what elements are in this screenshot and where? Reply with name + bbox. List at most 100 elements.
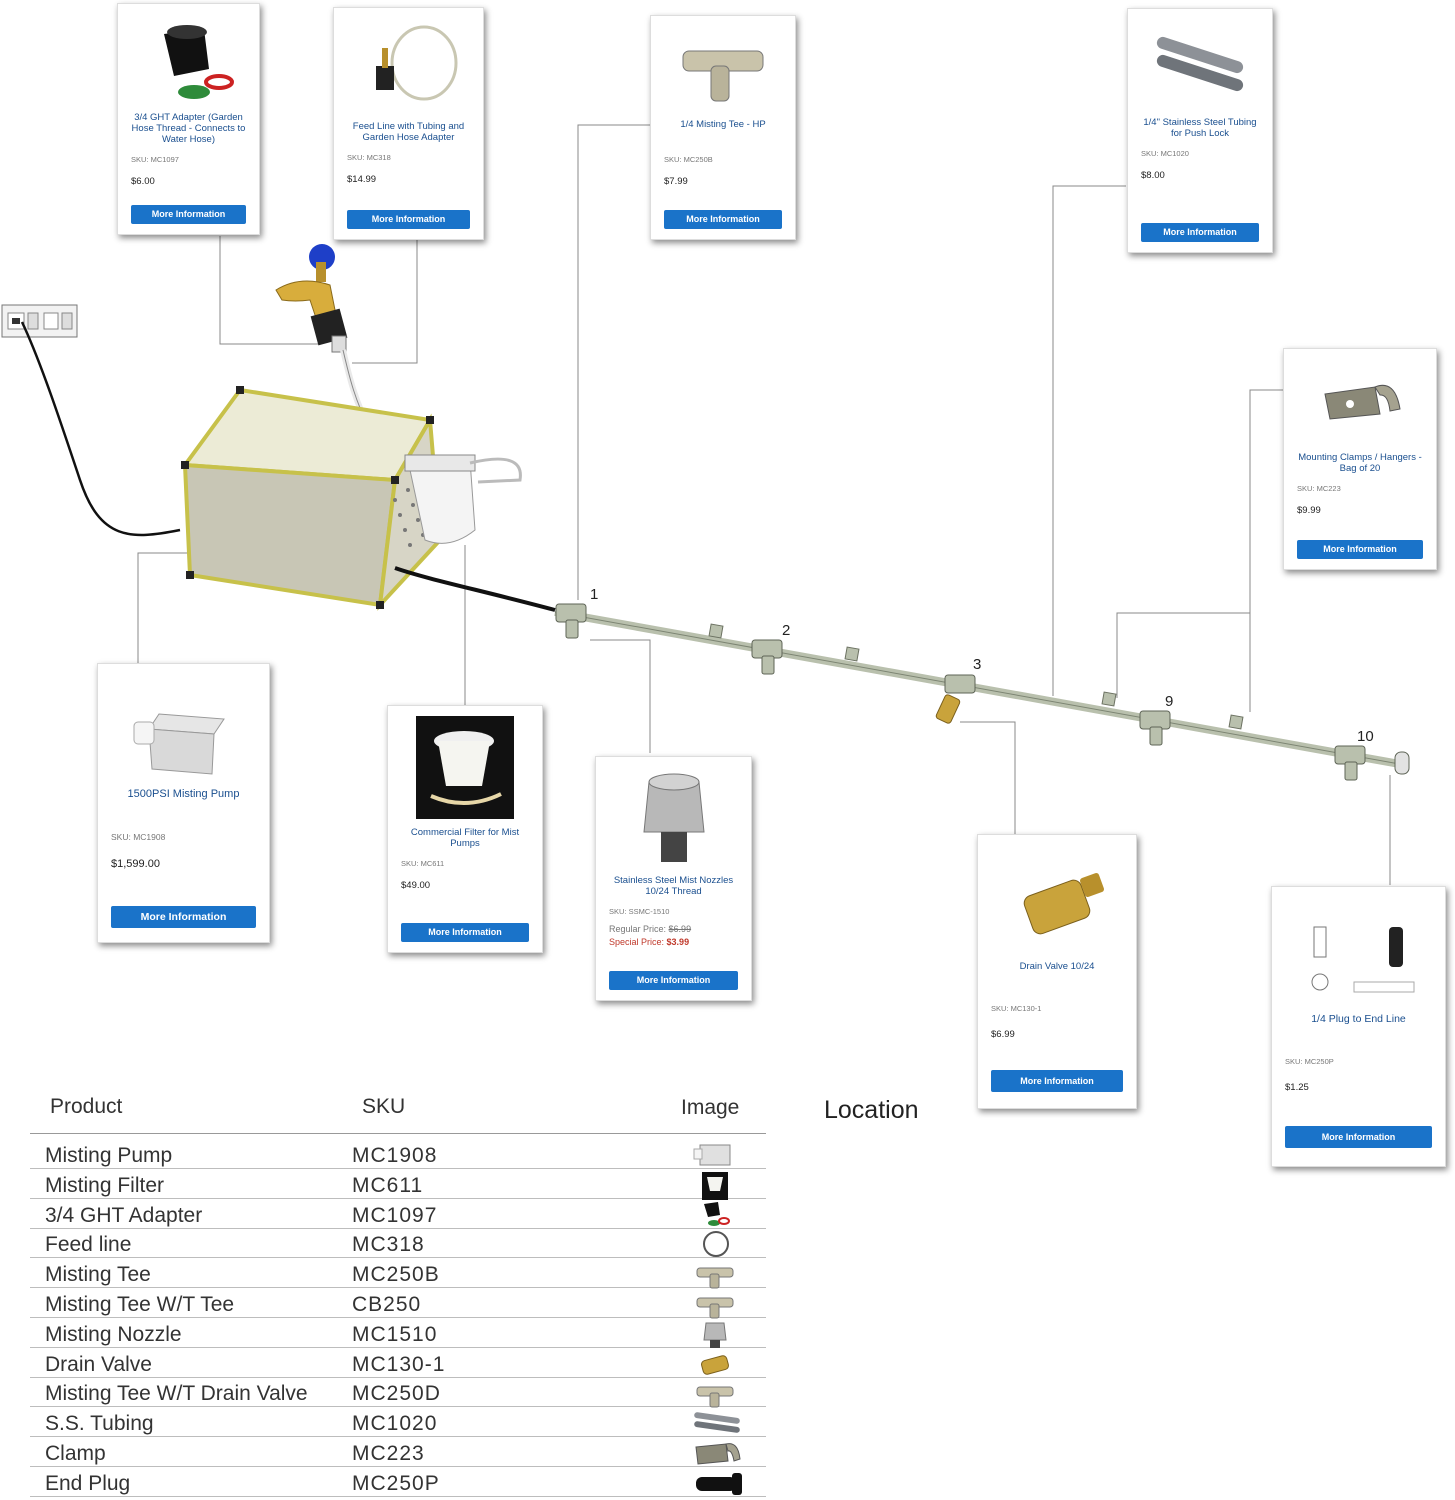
product-sku: MC250B bbox=[352, 1263, 440, 1287]
plug-icon bbox=[692, 1469, 744, 1499]
table-row: Misting Tee MC250B bbox=[30, 1258, 766, 1288]
regular-price: Regular Price: $6.99 bbox=[609, 924, 751, 934]
more-information-button[interactable]: More Information bbox=[1285, 1126, 1432, 1148]
clamp-image bbox=[1310, 359, 1410, 444]
card-price: $1.25 bbox=[1285, 1082, 1445, 1093]
tee-icon bbox=[692, 1260, 744, 1290]
ght-adapter-image bbox=[139, 14, 239, 104]
tee-icon bbox=[692, 1290, 744, 1320]
product-card-drain-valve: Drain Valve 10/24 SKU: MC130-1 $6.99 Mor… bbox=[977, 834, 1137, 1109]
tubing-icon bbox=[692, 1409, 744, 1439]
table-row: Drain Valve MC130-1 bbox=[30, 1348, 766, 1378]
more-information-button[interactable]: More Information bbox=[111, 906, 256, 928]
nozzle-icon bbox=[692, 1320, 744, 1350]
card-sku: SKU: SSMC-1510 bbox=[609, 907, 751, 916]
card-price: $7.99 bbox=[664, 176, 795, 187]
more-information-button[interactable]: More Information bbox=[1141, 223, 1259, 242]
product-name: Misting Pump bbox=[45, 1144, 172, 1168]
clamp-icon bbox=[692, 1439, 744, 1469]
card-sku: SKU: MC130-1 bbox=[991, 1004, 1136, 1013]
pump-box bbox=[181, 386, 440, 609]
card-title: 1/4" Stainless Steel Tubing for Push Loc… bbox=[1138, 117, 1262, 139]
table-row: Misting Tee W/T Tee CB250 bbox=[30, 1288, 766, 1318]
card-sku: SKU: MC318 bbox=[347, 153, 483, 162]
feed-line-image bbox=[354, 18, 464, 113]
more-information-button[interactable]: More Information bbox=[991, 1070, 1123, 1092]
filter-icon bbox=[692, 1171, 744, 1201]
card-sku: SKU: MC223 bbox=[1297, 484, 1436, 493]
product-card-feed-line: Feed Line with Tubing and Garden Hose Ad… bbox=[333, 7, 484, 240]
card-title: 1/4 Misting Tee - HP bbox=[661, 119, 785, 130]
card-sku: SKU: MC1097 bbox=[131, 155, 259, 164]
product-card-filter: Commercial Filter for Mist Pumps SKU: MC… bbox=[387, 705, 543, 953]
product-name: Feed line bbox=[45, 1233, 131, 1257]
product-card-clamp: Mounting Clamps / Hangers - Bag of 20 SK… bbox=[1283, 348, 1437, 570]
special-price-label: Special Price: bbox=[609, 937, 664, 947]
card-price: $8.00 bbox=[1141, 170, 1272, 181]
table-header-product: Product bbox=[50, 1095, 122, 1119]
regular-price-label: Regular Price: bbox=[609, 924, 666, 934]
table-row: Misting Nozzle MC1510 bbox=[30, 1318, 766, 1348]
more-information-button[interactable]: More Information bbox=[609, 971, 738, 990]
product-sku: MC1908 bbox=[352, 1144, 437, 1168]
product-name: Drain Valve bbox=[45, 1353, 152, 1377]
product-sku: MC1020 bbox=[352, 1412, 437, 1436]
misting-tee-image bbox=[673, 26, 773, 111]
card-price: $1,599.00 bbox=[111, 858, 269, 870]
product-name: Misting Tee W/T Tee bbox=[45, 1293, 234, 1317]
location-number-2: 2 bbox=[782, 622, 790, 639]
table-row: End PlugMC250P bbox=[30, 1467, 766, 1497]
product-name: Misting Nozzle bbox=[45, 1323, 182, 1347]
product-sku: MC1097 bbox=[352, 1204, 437, 1228]
table-row: Misting Pump MC1908 bbox=[30, 1139, 766, 1169]
location-number-9: 9 bbox=[1165, 693, 1173, 710]
hose-faucet bbox=[276, 244, 347, 352]
product-sku: MC250P bbox=[352, 1472, 440, 1496]
outlet-hose bbox=[395, 568, 555, 610]
product-sku: MC250D bbox=[352, 1382, 441, 1406]
table-header-rule bbox=[30, 1133, 766, 1134]
product-name: Misting Tee W/T Drain Valve bbox=[45, 1382, 308, 1406]
table-header-sku: SKU bbox=[362, 1095, 405, 1119]
table-row: S.S. Tubing MC1020 bbox=[30, 1407, 766, 1437]
location-number-1: 1 bbox=[590, 586, 598, 603]
card-sku: SKU: MC611 bbox=[401, 859, 542, 868]
card-sku: SKU: MC1020 bbox=[1141, 149, 1272, 158]
card-title: Mounting Clamps / Hangers - Bag of 20 bbox=[1294, 452, 1426, 474]
more-information-button[interactable]: More Information bbox=[664, 210, 782, 229]
wall-outlet bbox=[2, 305, 77, 337]
card-title: Commercial Filter for Mist Pumps bbox=[398, 827, 532, 849]
product-name: S.S. Tubing bbox=[45, 1412, 154, 1436]
nozzle-image bbox=[629, 767, 719, 867]
card-price: $49.00 bbox=[401, 880, 542, 891]
product-sku: MC611 bbox=[352, 1174, 423, 1198]
power-cord bbox=[22, 322, 180, 535]
ss-tubing-image bbox=[1150, 19, 1250, 109]
product-sku: MC223 bbox=[352, 1442, 425, 1466]
table-row: Misting FilterMC611 bbox=[30, 1169, 766, 1199]
product-sku: MC1510 bbox=[352, 1323, 437, 1347]
drain-valve-part bbox=[935, 694, 960, 724]
more-information-button[interactable]: More Information bbox=[131, 205, 246, 224]
more-information-button[interactable]: More Information bbox=[401, 923, 529, 942]
location-number-10: 10 bbox=[1357, 728, 1374, 745]
card-title: 1/4 Plug to End Line bbox=[1282, 1014, 1435, 1025]
product-name: Misting Tee bbox=[45, 1263, 151, 1287]
product-sku: CB250 bbox=[352, 1293, 421, 1317]
special-price: Special Price: $3.99 bbox=[609, 937, 751, 947]
card-title: Stainless Steel Mist Nozzles 10/24 Threa… bbox=[606, 875, 741, 897]
more-information-button[interactable]: More Information bbox=[347, 210, 470, 229]
card-price: $6.00 bbox=[131, 176, 259, 187]
card-title: Drain Valve 10/24 bbox=[988, 961, 1126, 972]
filter-image bbox=[416, 716, 514, 819]
table-header-location: Location bbox=[824, 1096, 919, 1125]
pump-icon bbox=[692, 1141, 744, 1171]
more-information-button[interactable]: More Information bbox=[1297, 540, 1423, 559]
product-card-misting-tee: 1/4 Misting Tee - HP SKU: MC250B $7.99 M… bbox=[650, 15, 796, 240]
product-sku: MC130-1 bbox=[352, 1353, 445, 1377]
product-card-ss-tubing: 1/4" Stainless Steel Tubing for Push Loc… bbox=[1127, 8, 1273, 253]
card-sku: SKU: MC1908 bbox=[111, 832, 269, 842]
card-title: 1500PSI Misting Pump bbox=[108, 789, 259, 800]
